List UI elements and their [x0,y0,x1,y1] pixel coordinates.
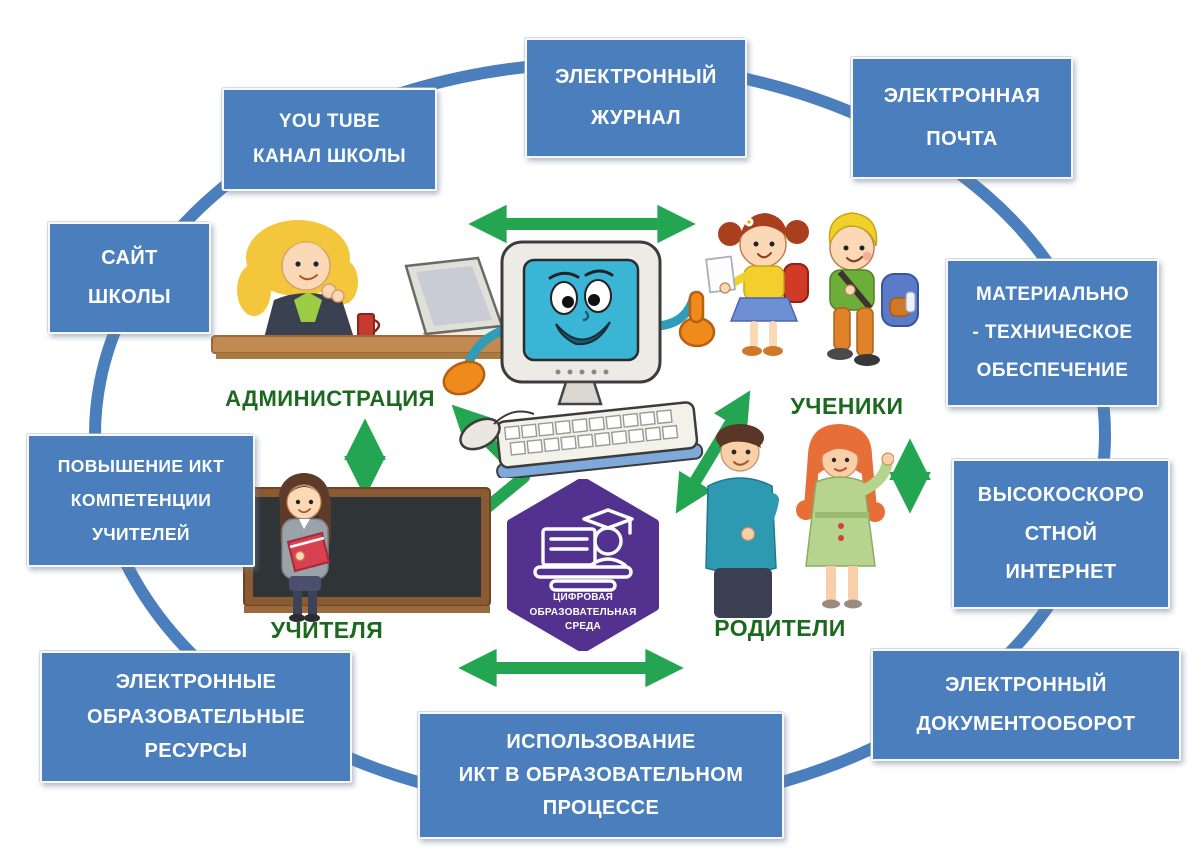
hexagon-logo-icon [507,477,659,653]
node-label-line: ЭЛЕКТРОННЫЙ [945,674,1107,696]
node-material-support: МАТЕРИАЛЬНО - ТЕХНИЧЕСКОЕ ОБЕСПЕЧЕНИЕ [946,259,1159,407]
node-label-line: ИКТ В ОБРАЗОВАТЕЛЬНОМ [458,764,744,786]
node-label-line: ЖУРНАЛ [591,107,681,130]
node-label-line: ЭЛЕКТРОННЫЕ [115,671,277,694]
node-email: ЭЛЕКТРОННАЯ ПОЧТА [851,57,1073,179]
group-label-parents: РОДИТЕЛИ [714,615,846,641]
digital-education-logo: ЦИФРОВАЯ ОБРАЗОВАТЕЛЬНАЯ СРЕДА [505,477,661,653]
node-electronic-journal: ЭЛЕКТРОННЫЙ ЖУРНАЛ [525,38,747,158]
logo-caption-line: ЦИФРОВАЯ [552,592,614,603]
node-label-line: ВЫСОКОСКОРО [977,483,1145,506]
node-label-line: ПРОЦЕССЕ [542,797,660,819]
node-label-line: ЭЛЕКТРОННЫЙ [555,65,717,88]
node-label-line: КАНАЛ ШКОЛЫ [253,146,406,168]
node-youtube-channel: YOU TUBE КАНАЛ ШКОЛЫ [222,88,437,191]
node-label-line: ОБРАЗОВАТЕЛЬНЫЕ [86,705,305,728]
node-label-line: ПОВЫШЕНИЕ ИКТ [57,456,225,477]
parents-figures-illustration [705,424,894,618]
node-label-line: КОМПЕТЕНЦИИ [70,490,212,511]
node-label-line: РЕСУРСЫ [144,739,248,762]
node-label-line: - ТЕХНИЧЕСКОЕ [972,322,1133,344]
group-label-teachers: УЧИТЕЛЯ [270,617,384,643]
node-label-line: САЙТ [101,247,158,269]
node-label-line: YOU TUBE [278,110,381,132]
node-school-site: САЙТ ШКОЛЫ [48,222,211,334]
administration-figure-illustration [211,220,531,359]
group-label-administration: АДМИНИСТРАЦИЯ [225,386,435,411]
logo-caption-line: СРЕДА [565,621,601,632]
node-label-line: ДОКУМЕНТООБОРОТ [916,713,1136,735]
node-label-line: ШКОЛЫ [88,286,171,308]
computer-mascot-illustration [442,240,716,478]
node-ikt-competence: ПОВЫШЕНИЕ ИКТ КОМПЕТЕНЦИИ УЧИТЕЛЕЙ [27,434,255,567]
logo-caption-line: ОБРАЗОВАТЕЛЬНАЯ [529,606,637,618]
node-label-line: УЧИТЕЛЕЙ [92,524,190,545]
node-highspeed-internet: ВЫСОКОСКОРО СТНОЙ ИНТЕРНЕТ [952,459,1170,609]
students-figures-illustration [705,212,919,366]
node-label-line: ОБЕСПЕЧЕНИЕ [976,360,1129,382]
node-electronic-resources: ЭЛЕКТРОННЫЕ ОБРАЗОВАТЕЛЬНЫЕ РЕСУРСЫ [40,651,352,783]
node-label-line: ИНТЕРНЕТ [1005,561,1117,584]
node-ikt-usage: ИСПОЛЬЗОВАНИЕ ИКТ В ОБРАЗОВАТЕЛЬНОМ ПРОЦ… [418,712,784,839]
node-label-line: СТНОЙ [1024,522,1098,545]
node-label-line: ПОЧТА [926,127,998,150]
logo-caption: ЦИФРОВАЯ ОБРАЗОВАТЕЛЬНАЯ СРЕДА [505,591,661,635]
group-label-students: УЧЕНИКИ [790,393,904,419]
node-label-line: ИСПОЛЬЗОВАНИЕ [506,731,696,753]
node-label-line: ЭЛЕКТРОННАЯ [883,85,1041,108]
node-label-line: МАТЕРИАЛЬНО [975,284,1130,306]
node-document-flow: ЭЛЕКТРОННЫЙ ДОКУМЕНТООБОРОТ [871,649,1181,761]
teacher-figure-illustration [243,473,491,622]
